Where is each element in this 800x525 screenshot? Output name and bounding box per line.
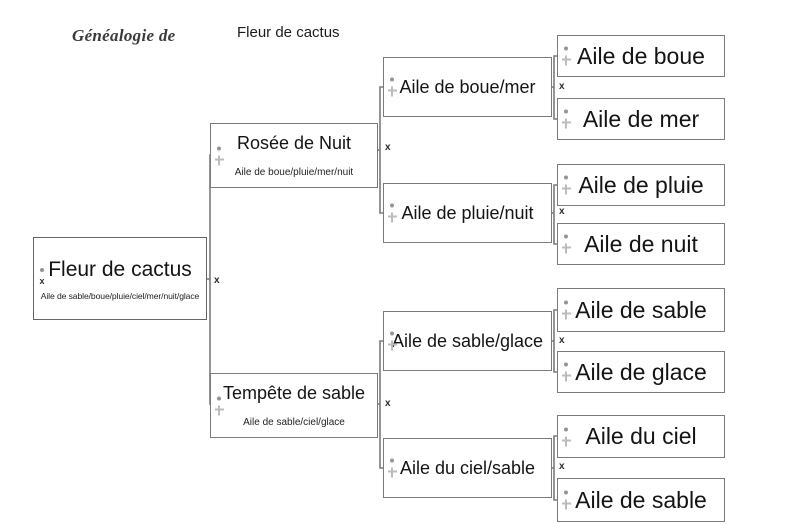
person-box-root[interactable]: x Fleur de cactus Aile de sable/boue/plu…	[33, 237, 207, 320]
person-box-greatgrandparent-8[interactable]: Aile de sable	[557, 478, 725, 522]
birth-icon	[390, 331, 394, 336]
union-mark-greatgrandparents-2: x	[559, 206, 565, 217]
life-event-icons	[561, 490, 571, 510]
person-box-greatgrandparent-4[interactable]: Aile de nuit	[557, 223, 725, 265]
chart-person-label: Fleur de cactus	[237, 24, 340, 41]
person-name: Aile du ciel/sable	[399, 457, 536, 478]
person-name: Rosée de Nuit	[236, 133, 352, 153]
person-box-grandparent-1[interactable]: Aile de boue/mer	[383, 57, 552, 117]
person-name: Aile de boue/mer	[399, 76, 536, 97]
person-name: Aile de nuit	[584, 230, 698, 257]
person-box-parent-2[interactable]: Tempête de sable Aile de sable/ciel/glac…	[210, 373, 378, 438]
person-box-greatgrandparent-3[interactable]: Aile de pluie	[557, 164, 725, 206]
chart-script-title: Généalogie de	[72, 26, 176, 45]
birth-icon	[564, 490, 568, 495]
birth-icon	[564, 300, 568, 305]
life-event-icons	[561, 362, 571, 382]
death-icon	[214, 155, 224, 165]
person-box-greatgrandparent-1[interactable]: Aile de boue	[557, 35, 725, 77]
person-name: Aile de sable/glace	[391, 330, 544, 351]
person-box-greatgrandparent-2[interactable]: Aile de mer	[557, 98, 725, 140]
person-name: Aile de glace	[575, 358, 707, 385]
person-name: Fleur de cactus	[48, 258, 192, 281]
life-event-icons	[561, 175, 571, 195]
union-mark-greatgrandparents-3: x	[559, 335, 565, 346]
birth-icon	[564, 46, 568, 51]
death-icon	[561, 184, 571, 195]
death-icon	[561, 371, 571, 382]
birth-icon	[217, 146, 221, 150]
birth-icon	[564, 109, 568, 114]
life-event-icons	[561, 109, 571, 129]
person-box-grandparent-4[interactable]: Aile du ciel/sable	[383, 438, 552, 498]
death-icon	[561, 436, 571, 446]
birth-icon	[390, 458, 394, 463]
person-box-greatgrandparent-7[interactable]: Aile du ciel	[557, 415, 725, 458]
death-icon	[214, 405, 224, 415]
union-icon: x	[39, 275, 45, 286]
death-icon	[387, 340, 397, 351]
death-icon	[387, 86, 397, 97]
birth-icon	[217, 396, 221, 400]
life-event-icons	[387, 77, 397, 97]
person-box-greatgrandparent-6[interactable]: Aile de glace	[557, 351, 725, 393]
life-event-icons	[214, 146, 224, 165]
death-icon	[387, 212, 397, 223]
birth-icon	[564, 234, 568, 239]
death-icon	[561, 118, 571, 129]
person-name: Aile de mer	[582, 105, 700, 132]
birth-icon	[564, 175, 568, 180]
life-event-icons	[387, 331, 397, 351]
union-mark-root: x	[214, 275, 220, 286]
person-subtitle: Aile de boue/pluie/mer/nuit	[234, 167, 354, 178]
person-name: Tempête de sable	[222, 383, 366, 403]
life-event-icons	[561, 427, 571, 446]
life-event-icons	[561, 46, 571, 66]
person-box-greatgrandparent-5[interactable]: Aile de sable	[557, 288, 725, 332]
birth-icon	[40, 267, 44, 272]
death-icon	[561, 499, 571, 510]
person-name: Aile du ciel	[585, 423, 697, 449]
union-mark-grandparents-1: x	[385, 142, 391, 153]
life-event-icons	[561, 300, 571, 320]
union-mark-greatgrandparents-1: x	[559, 81, 565, 92]
death-icon	[561, 309, 571, 320]
person-name: Aile de sable	[575, 486, 707, 513]
person-box-parent-1[interactable]: Rosée de Nuit Aile de boue/pluie/mer/nui…	[210, 123, 378, 188]
person-subtitle: Aile de sable/boue/pluie/ciel/mer/nuit/g…	[40, 291, 200, 301]
person-name: Aile de pluie	[578, 171, 704, 198]
life-event-icons	[387, 458, 397, 478]
person-name: Aile de pluie/nuit	[401, 202, 534, 223]
life-event-icons: x	[37, 267, 47, 286]
birth-icon	[564, 362, 568, 367]
death-icon	[561, 243, 571, 254]
birth-icon	[390, 203, 394, 208]
birth-icon	[390, 77, 394, 82]
person-name: Aile de boue	[577, 42, 705, 69]
life-event-icons	[561, 234, 571, 254]
person-box-grandparent-2[interactable]: Aile de pluie/nuit	[383, 183, 552, 243]
birth-icon	[564, 427, 568, 431]
person-subtitle: Aile de sable/ciel/glace	[243, 417, 345, 428]
death-icon	[387, 467, 397, 478]
life-event-icons	[387, 203, 397, 223]
death-icon	[561, 55, 571, 66]
union-mark-greatgrandparents-4: x	[559, 461, 565, 472]
union-mark-grandparents-2: x	[385, 398, 391, 409]
life-event-icons	[214, 396, 224, 415]
person-box-grandparent-3[interactable]: Aile de sable/glace	[383, 311, 552, 371]
person-name: Aile de sable	[575, 296, 707, 323]
